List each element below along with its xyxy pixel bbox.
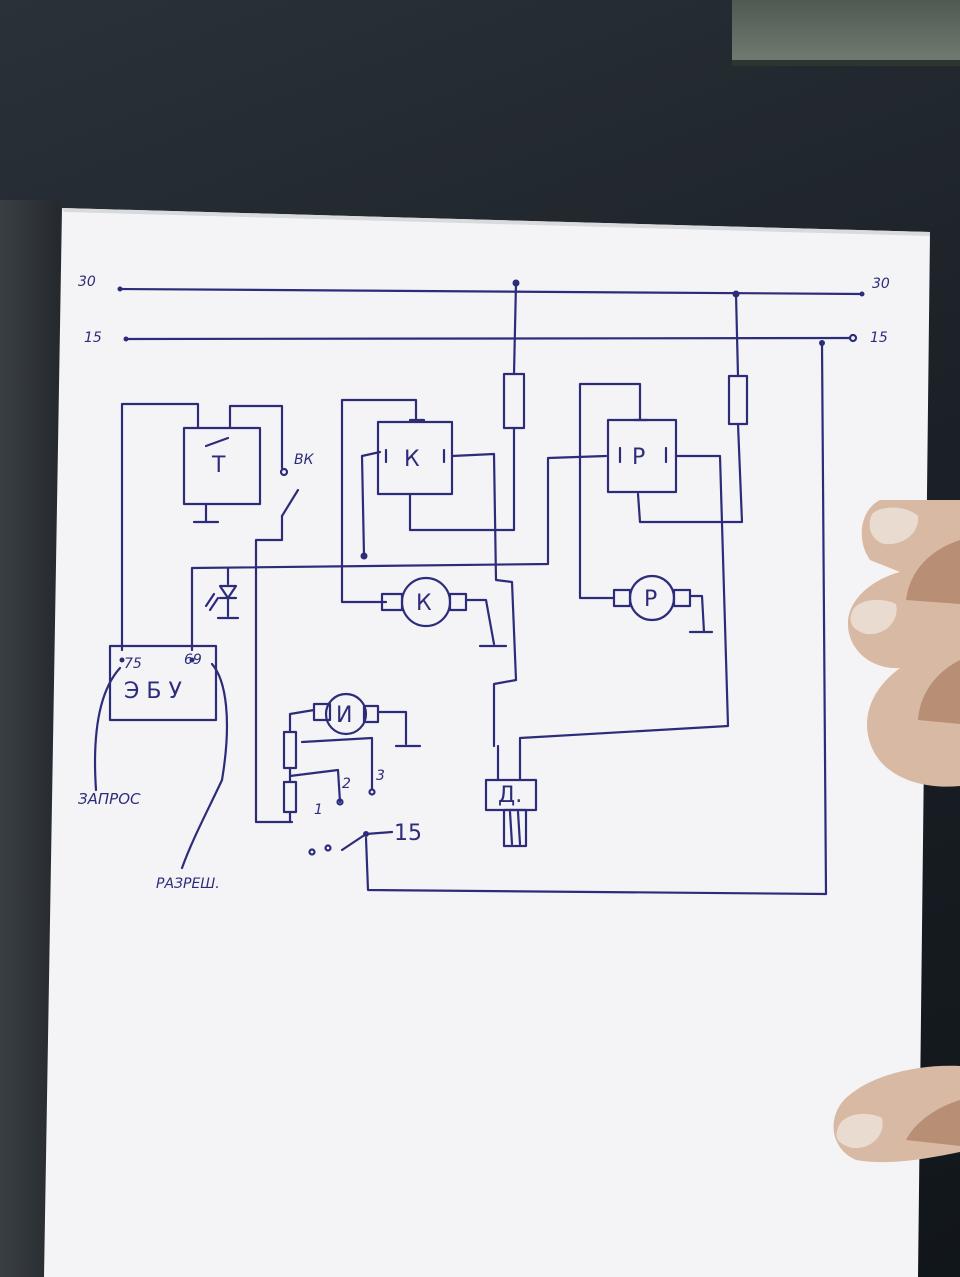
switch-supply-label: 15 xyxy=(394,821,422,846)
ebu-block: Э Б У 75 69 xyxy=(93,644,229,870)
switch-pos-2: 2 xyxy=(342,776,351,792)
wire-15-return xyxy=(364,341,828,896)
motor-k: К xyxy=(380,576,508,648)
resistor-chain: 1 2 3 xyxy=(282,708,385,824)
sensor-label: Д. xyxy=(498,783,522,808)
motor-i: И xyxy=(312,692,422,748)
bus30-left-label: 30 xyxy=(78,274,96,290)
paper-sheet xyxy=(44,208,930,1277)
relay-p-label: Р xyxy=(632,445,645,470)
vk-switch: ВК xyxy=(254,452,315,824)
bus-30: 30 30 xyxy=(78,274,890,298)
bus30-right-label: 30 xyxy=(872,276,890,292)
request-label: ЗАПРОС xyxy=(78,790,141,808)
permit-label: РАЗРЕШ. xyxy=(156,876,220,892)
bus15-right-label: 15 xyxy=(870,330,888,346)
switch-pos-1: 1 xyxy=(314,802,323,818)
selector-switch: 15 xyxy=(308,821,422,856)
diode xyxy=(190,454,608,652)
ebu-pin-75: 75 xyxy=(124,656,142,672)
thermostat-block: Т xyxy=(120,402,284,652)
thermostat-label: Т xyxy=(211,453,226,478)
relay-k-label: К xyxy=(404,447,420,472)
vk-label: ВК xyxy=(294,452,315,468)
hand xyxy=(833,500,960,1163)
relay-p: Р xyxy=(518,382,730,782)
fuse-k xyxy=(408,281,526,532)
switch-pos-3: 3 xyxy=(376,768,385,784)
motor-i-label: И xyxy=(336,703,352,728)
motor-p: Р xyxy=(612,574,714,634)
motor-k-label: К xyxy=(416,591,432,616)
motor-p-label: Р xyxy=(644,587,657,612)
sensor-d: Д. xyxy=(484,678,538,848)
paper-shadow xyxy=(62,208,930,236)
background-window-glass xyxy=(732,0,960,66)
ebu-label: Э Б У xyxy=(124,679,182,704)
relay-k: К xyxy=(340,398,518,682)
fuse-p xyxy=(636,292,749,524)
bus15-left-label: 15 xyxy=(84,330,102,346)
